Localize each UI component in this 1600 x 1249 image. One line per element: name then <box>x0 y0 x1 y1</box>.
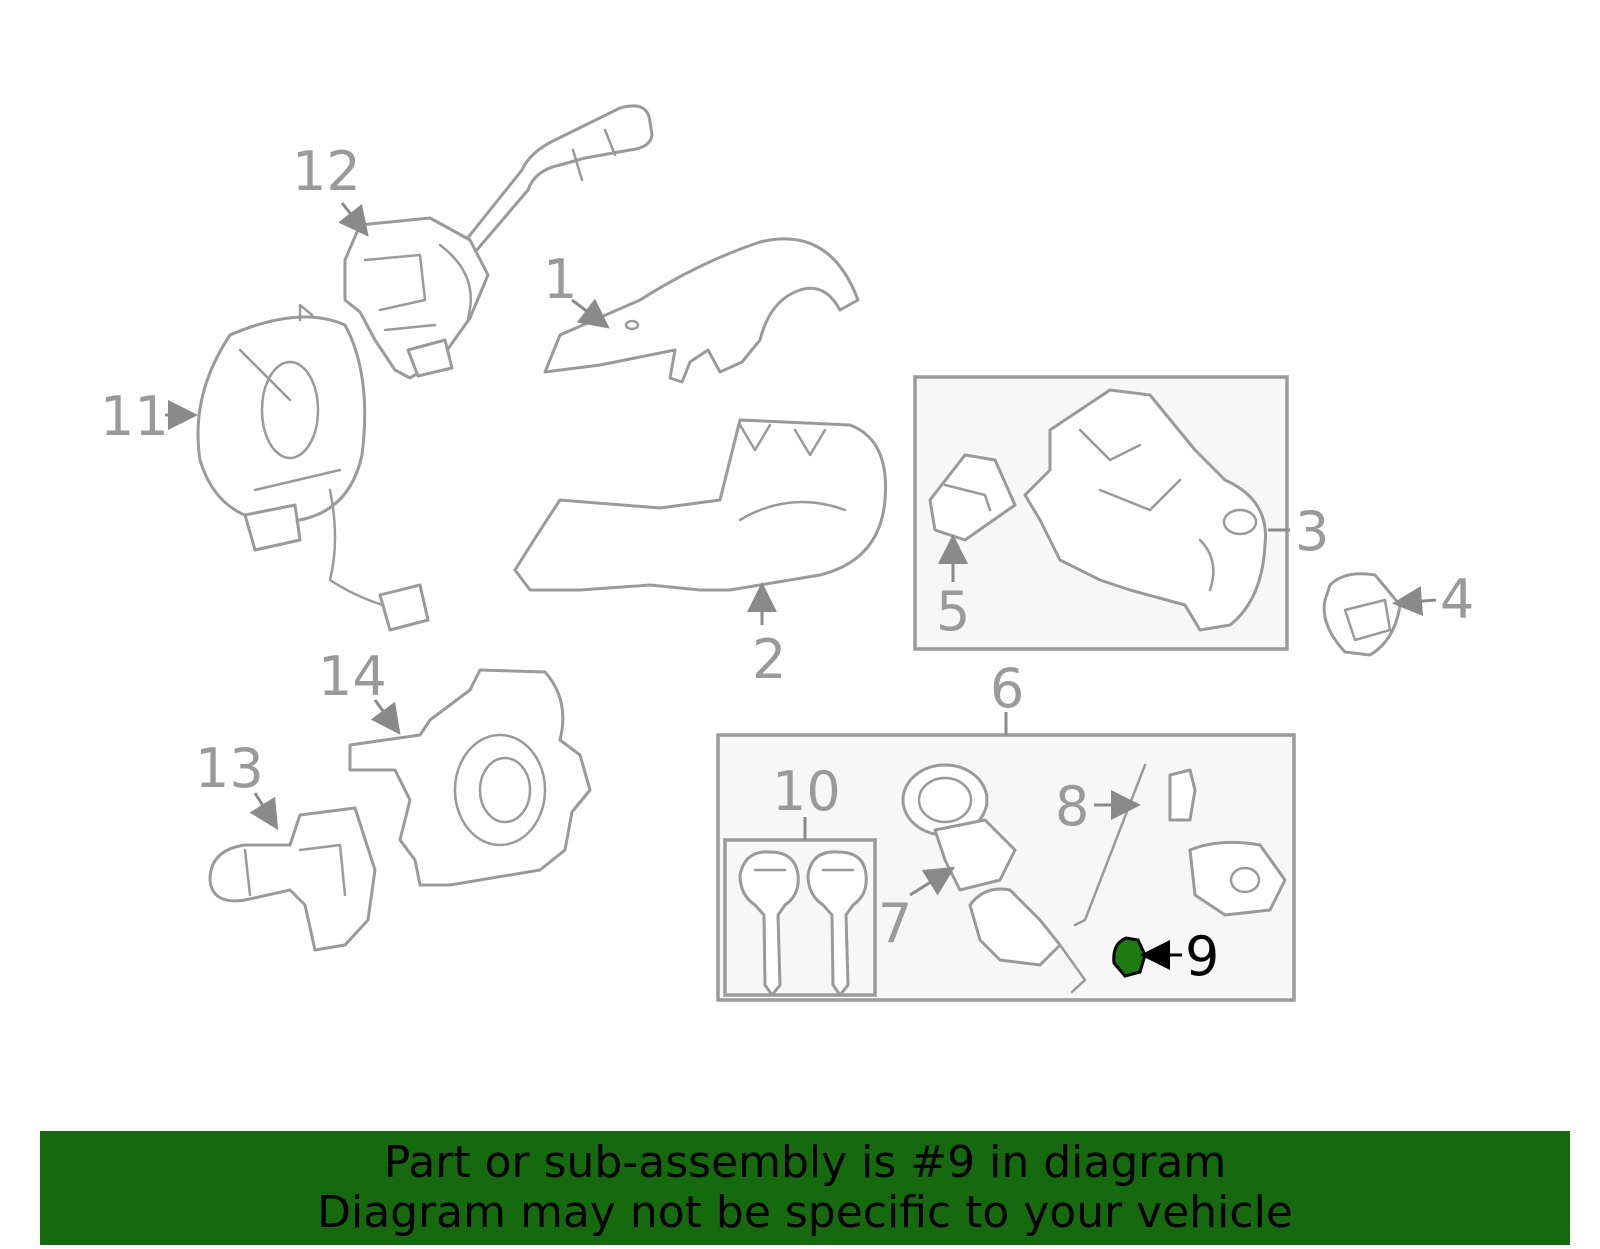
leader-14 <box>370 699 401 735</box>
callout-8: 8 <box>1055 775 1089 838</box>
callout-13: 13 <box>195 737 264 800</box>
callout-7: 7 <box>878 892 912 955</box>
part-9-highlighted <box>1112 936 1147 978</box>
leader-12 <box>338 202 369 237</box>
callout-3: 3 <box>1295 500 1329 563</box>
leader-1 <box>571 298 610 329</box>
info-banner: Part or sub-assembly is #9 in diagram Di… <box>40 1131 1570 1245</box>
callout-2: 2 <box>752 628 786 691</box>
part-3-steering-lock-assembly <box>1023 388 1267 632</box>
part-14-switch-assembly <box>348 668 592 887</box>
part-12-combination-switch <box>343 104 654 380</box>
part-13-switch <box>208 806 377 952</box>
callout-1: 1 <box>543 248 577 311</box>
leader-7 <box>909 866 956 897</box>
callout-12: 12 <box>292 140 361 203</box>
part-2-lower-cover <box>513 418 888 592</box>
leader-4 <box>1392 586 1437 617</box>
callout-4: 4 <box>1440 568 1474 631</box>
part-4-cylinder <box>1322 572 1402 657</box>
callout-10: 10 <box>772 760 841 823</box>
callout-5: 5 <box>936 580 970 643</box>
part-5-switch <box>928 453 1017 542</box>
part-10-keys <box>738 850 868 997</box>
banner-line-2: Diagram may not be specific to your vehi… <box>317 1187 1293 1238</box>
callout-9: 9 <box>1185 925 1219 988</box>
banner-line-1: Part or sub-assembly is #9 in diagram <box>383 1137 1227 1188</box>
callout-6: 6 <box>990 657 1024 720</box>
part-11-clock-spring <box>196 303 430 632</box>
callout-11: 11 <box>100 385 169 448</box>
part-1-upper-cover <box>543 237 860 384</box>
callout-14: 14 <box>318 645 387 708</box>
leader-13 <box>249 792 279 831</box>
